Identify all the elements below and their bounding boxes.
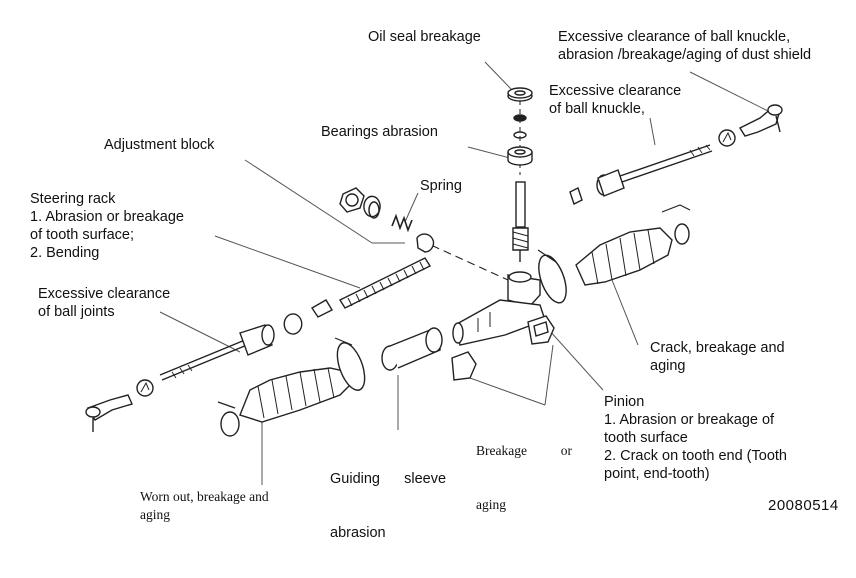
leader-breakage-2 <box>469 377 546 406</box>
label-boot-crack: Crack, breakage and aging <box>650 339 785 375</box>
left-boot-part <box>217 367 351 437</box>
label-bearings-text: Bearings abrasion <box>321 124 438 140</box>
label-ball-joints: Excessive clearance of ball joints <box>38 285 170 321</box>
label-line: Excessive clearance of ball knuckle, <box>558 29 791 45</box>
steering-gear-exploded-drawing <box>85 61 783 485</box>
adjustment-block-parts <box>339 187 381 219</box>
leader-ball-knuckle-dust <box>689 71 771 113</box>
label-line: aging <box>650 358 686 374</box>
right-lock-nut-part <box>718 129 736 147</box>
label-line: of ball joints <box>38 304 115 320</box>
right-ball-knuckle-part <box>738 104 783 137</box>
left-boot-clamp-part <box>334 337 366 391</box>
label-bearings: Bearings abrasion <box>321 123 438 141</box>
leader-boot-crack <box>609 274 639 346</box>
label-line: 2. Bending <box>30 245 100 261</box>
leader-lines <box>159 61 771 485</box>
label-line: Pinion <box>604 394 645 410</box>
right-boot-clamp-part <box>537 249 567 304</box>
label-line: of tooth surface; <box>30 227 134 243</box>
drawing-code: 20080514 <box>768 497 839 515</box>
leader-breakage-1 <box>544 344 554 406</box>
leader-steering-rack <box>214 235 361 289</box>
drawing-code-text: 20080514 <box>768 497 839 514</box>
right-tie-rod-part <box>569 144 713 205</box>
rack-bush-part <box>283 313 303 335</box>
leader-ball-joints <box>159 311 241 353</box>
label-worn-out: Worn out, breakage and aging <box>140 488 269 524</box>
label-line: point, end-tooth) <box>604 466 710 482</box>
leader-oil-seal <box>484 61 513 91</box>
label-line: 1. Abrasion or breakage of <box>604 412 775 428</box>
label-ball-knuckle-clearance: Excessive clearance of ball knuckle, <box>549 82 681 118</box>
label-line: of ball knuckle, <box>549 101 645 117</box>
label-line: abrasion /breakage/aging of dust shield <box>558 47 812 63</box>
label-guiding-sleeve: Guiding sleeve abrasion <box>330 434 446 578</box>
spring-part <box>391 213 413 233</box>
steering-rack-part <box>311 257 432 318</box>
leader-bearings <box>467 146 511 159</box>
leader-adjustment-block <box>244 159 373 244</box>
label-line: Breakage or <box>476 443 572 458</box>
label-breakage-aging: Breakage or aging <box>476 406 572 550</box>
guiding-sleeve-part <box>381 327 443 371</box>
label-line: 1. Abrasion or breakage <box>30 209 184 225</box>
left-lock-nut-part <box>136 379 154 397</box>
label-oil-seal: Oil seal breakage <box>368 28 481 46</box>
pinion-shaft-part <box>512 181 529 262</box>
label-line: abrasion <box>330 525 386 541</box>
label-line: Steering rack <box>30 191 116 207</box>
oil-seal-part <box>507 87 533 102</box>
leader-ball-knuckle <box>649 117 656 146</box>
mount-pad-right-part <box>527 315 555 345</box>
left-ball-knuckle-part <box>85 394 133 432</box>
label-oil-seal-text: Oil seal breakage <box>368 29 481 45</box>
label-pinion: Pinion 1. Abrasion or breakage of tooth … <box>604 393 787 483</box>
rack-axis-dashed-line <box>419 239 509 281</box>
mount-pad-lower-part <box>451 351 477 381</box>
label-line: Excessive clearance <box>549 83 682 99</box>
washer-part <box>513 114 527 139</box>
label-line: 2. Crack on tooth end (Tooth <box>604 448 787 464</box>
label-line: aging <box>140 507 170 522</box>
label-adjustment-block: Adjustment block <box>104 136 214 154</box>
label-line: Excessive clearance <box>38 286 171 302</box>
label-line: tooth surface <box>604 430 688 446</box>
label-adjustment-block-text: Adjustment block <box>104 137 215 153</box>
bearing-part <box>507 146 533 166</box>
label-line: Crack, breakage and <box>650 340 785 356</box>
label-line: aging <box>476 497 506 512</box>
label-spring-text: Spring <box>420 178 462 194</box>
label-line: Worn out, breakage and <box>140 489 269 504</box>
label-spring: Spring <box>420 177 462 195</box>
label-steering-rack: Steering rack 1. Abrasion or breakage of… <box>30 190 184 262</box>
yoke-part <box>416 233 435 253</box>
right-boot-part <box>575 204 691 286</box>
left-tie-rod-part <box>159 324 275 381</box>
label-ball-knuckle-dust-shield: Excessive clearance of ball knuckle, abr… <box>558 28 811 64</box>
leader-spring <box>404 192 419 223</box>
label-line: Guiding sleeve <box>330 471 447 487</box>
diagram-canvas: Oil seal breakage Excessive clearance of… <box>30 28 839 541</box>
